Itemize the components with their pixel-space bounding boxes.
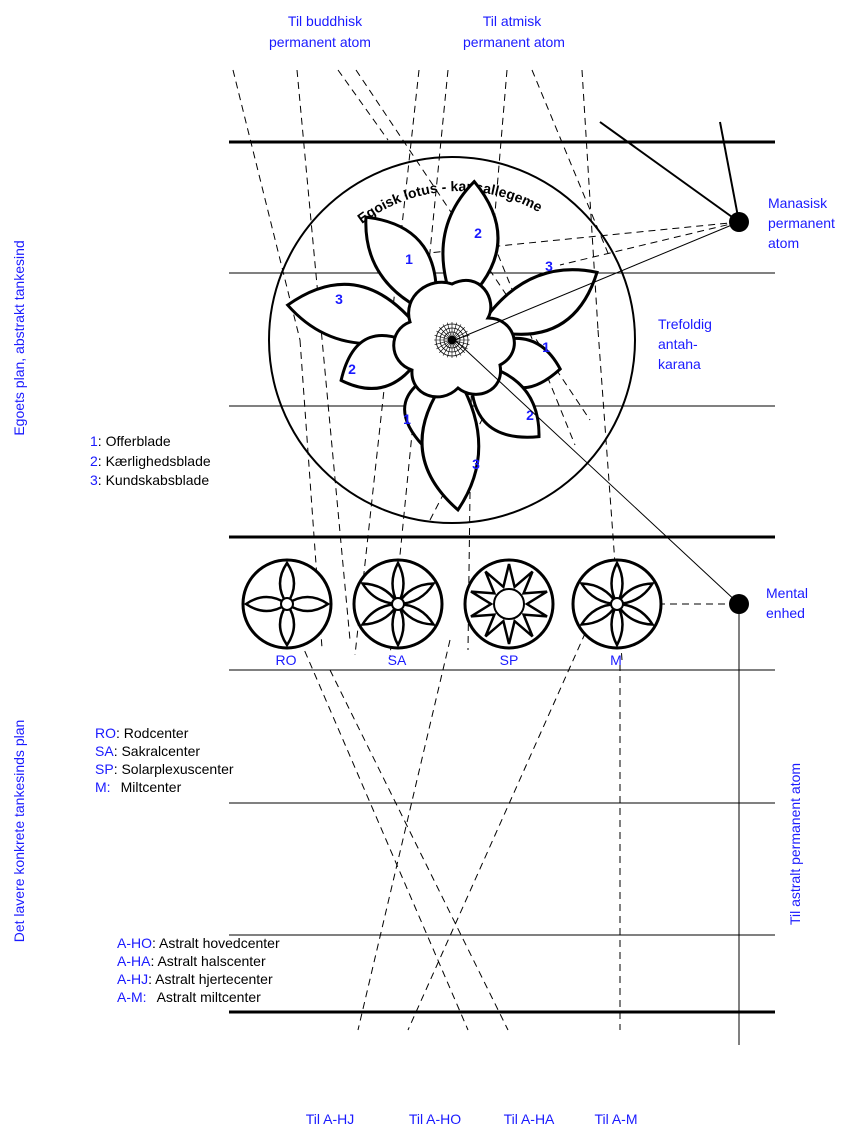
label-buddhic-line2: permanent atom xyxy=(269,34,371,50)
petal-legend: 1: Offerblade 2: Kærlighedsblade 3: Kund… xyxy=(90,433,211,488)
chakra-centers xyxy=(243,560,661,648)
petal-number: 2 xyxy=(474,225,482,241)
label-manasic-3: atom xyxy=(768,235,799,251)
petal-legend-row-1: 1: Offerblade xyxy=(90,433,171,449)
label-antah-3: karana xyxy=(658,356,701,372)
center-legend-row-2: SA: Sakralcenter xyxy=(95,743,200,759)
astral-legend-key-3: A-HJ xyxy=(117,971,148,987)
petal-legend-key-1: 1 xyxy=(90,433,98,449)
bottom-label-am: Til A-M xyxy=(594,1111,637,1127)
center-legend-text-2: : Sakralcenter xyxy=(114,743,201,759)
label-mental-2: enhed xyxy=(766,605,805,621)
center-legend-text-1: : Rodcenter xyxy=(116,725,189,741)
label-antah-2: antah- xyxy=(658,336,698,352)
astral-legend-row-1: A-HO: Astralt hovedcenter xyxy=(117,935,280,951)
center-label-m: M xyxy=(610,652,622,668)
astral-legend-key-1: A-HO xyxy=(117,935,152,951)
label-mental-1: Mental xyxy=(766,585,808,601)
label-atmic-line1: Til atmisk xyxy=(483,13,543,29)
center-legend-row-1: RO: Rodcenter xyxy=(95,725,189,741)
jewel-center-icon xyxy=(434,322,470,358)
astral-legend-text-1: : Astralt hovedcenter xyxy=(152,935,280,951)
chakra-center xyxy=(354,560,442,648)
manasic-atom-ray-2 xyxy=(720,122,739,222)
center-legend: RO: Rodcenter SA: Sakralcenter SP: Solar… xyxy=(95,725,234,795)
label-atmic-line2: permanent atom xyxy=(463,34,565,50)
petal-number: 1 xyxy=(542,339,550,355)
label-astral-atom: Til astralt permanent atom xyxy=(787,763,803,925)
center-legend-row-3: SP: Solarplexuscenter xyxy=(95,761,234,777)
petal-legend-row-2: 2: Kærlighedsblade xyxy=(90,453,211,469)
bottom-label-ahj: Til A-HJ xyxy=(306,1111,354,1127)
center-legend-key-2: SA xyxy=(95,743,114,759)
center-legend-key-4: M: xyxy=(95,779,111,795)
chakra-inner xyxy=(611,598,623,610)
astral-legend-row-4: A-M: Astralt miltcenter xyxy=(117,989,261,1005)
chakra-center xyxy=(573,560,661,648)
label-manasic-2: permanent xyxy=(768,215,835,231)
manasic-permanent-atom-dot xyxy=(729,212,749,232)
label-lower-plane: Det lavere konkrete tankesinds plan xyxy=(11,720,27,943)
center-label-sp: SP xyxy=(500,652,519,668)
astral-legend-text-2: : Astralt halscenter xyxy=(150,953,266,969)
mental-unit-dot xyxy=(729,594,749,614)
astral-legend-row-2: A-HA: Astralt halscenter xyxy=(117,953,266,969)
label-manasic-1: Manasisk xyxy=(768,195,828,211)
manasic-atom-ray-1 xyxy=(600,122,739,222)
chakra-center xyxy=(465,560,553,648)
astral-legend: A-HO: Astralt hovedcenter A-HA: Astralt … xyxy=(117,935,280,1005)
center-legend-text-3: : Solarplexuscenter xyxy=(114,761,234,777)
bottom-label-aho: Til A-HO xyxy=(409,1111,461,1127)
petal-legend-text-2: : Kærlighedsblade xyxy=(98,453,211,469)
chakra-ring xyxy=(465,560,553,648)
label-antah-1: Trefoldig xyxy=(658,316,712,332)
petal-number: 1 xyxy=(403,411,411,427)
petal-legend-key-3: 3 xyxy=(90,472,98,488)
petal-number: 3 xyxy=(335,291,343,307)
label-buddhic-line1: Til buddhisk xyxy=(288,13,363,29)
petal-number: 1 xyxy=(405,251,413,267)
astral-legend-row-3: A-HJ: Astralt hjertecenter xyxy=(117,971,273,987)
bottom-label-aha: Til A-HA xyxy=(504,1111,555,1127)
chakra-inner xyxy=(392,598,404,610)
astral-legend-key-4: A-M: xyxy=(117,989,147,1005)
petal-legend-text-1: : Offerblade xyxy=(98,433,171,449)
petal-legend-row-3: 3: Kundskabsblade xyxy=(90,472,209,488)
chakra-inner xyxy=(281,598,293,610)
petal-legend-key-2: 2 xyxy=(90,453,98,469)
petal-number: 3 xyxy=(545,258,553,274)
astral-legend-text-3: : Astralt hjertecenter xyxy=(148,971,273,987)
astral-legend-key-2: A-HA xyxy=(117,953,151,969)
center-legend-key-1: RO xyxy=(95,725,116,741)
petal-legend-text-3: : Kundskabsblade xyxy=(98,472,210,488)
center-label-sa: SA xyxy=(388,652,407,668)
chakra-center xyxy=(243,560,331,648)
center-legend-row-4: M: Miltcenter xyxy=(95,779,182,795)
center-legend-key-3: SP xyxy=(95,761,114,777)
center-label-ro: RO xyxy=(276,652,297,668)
center-legend-text-4: Miltcenter xyxy=(121,779,182,795)
label-upper-plane: Egoets plan, abstrakt tankesind xyxy=(11,240,27,435)
astral-legend-text-4: Astralt miltcenter xyxy=(157,989,262,1005)
petal-number: 3 xyxy=(472,456,480,472)
petal-number: 2 xyxy=(348,361,356,377)
